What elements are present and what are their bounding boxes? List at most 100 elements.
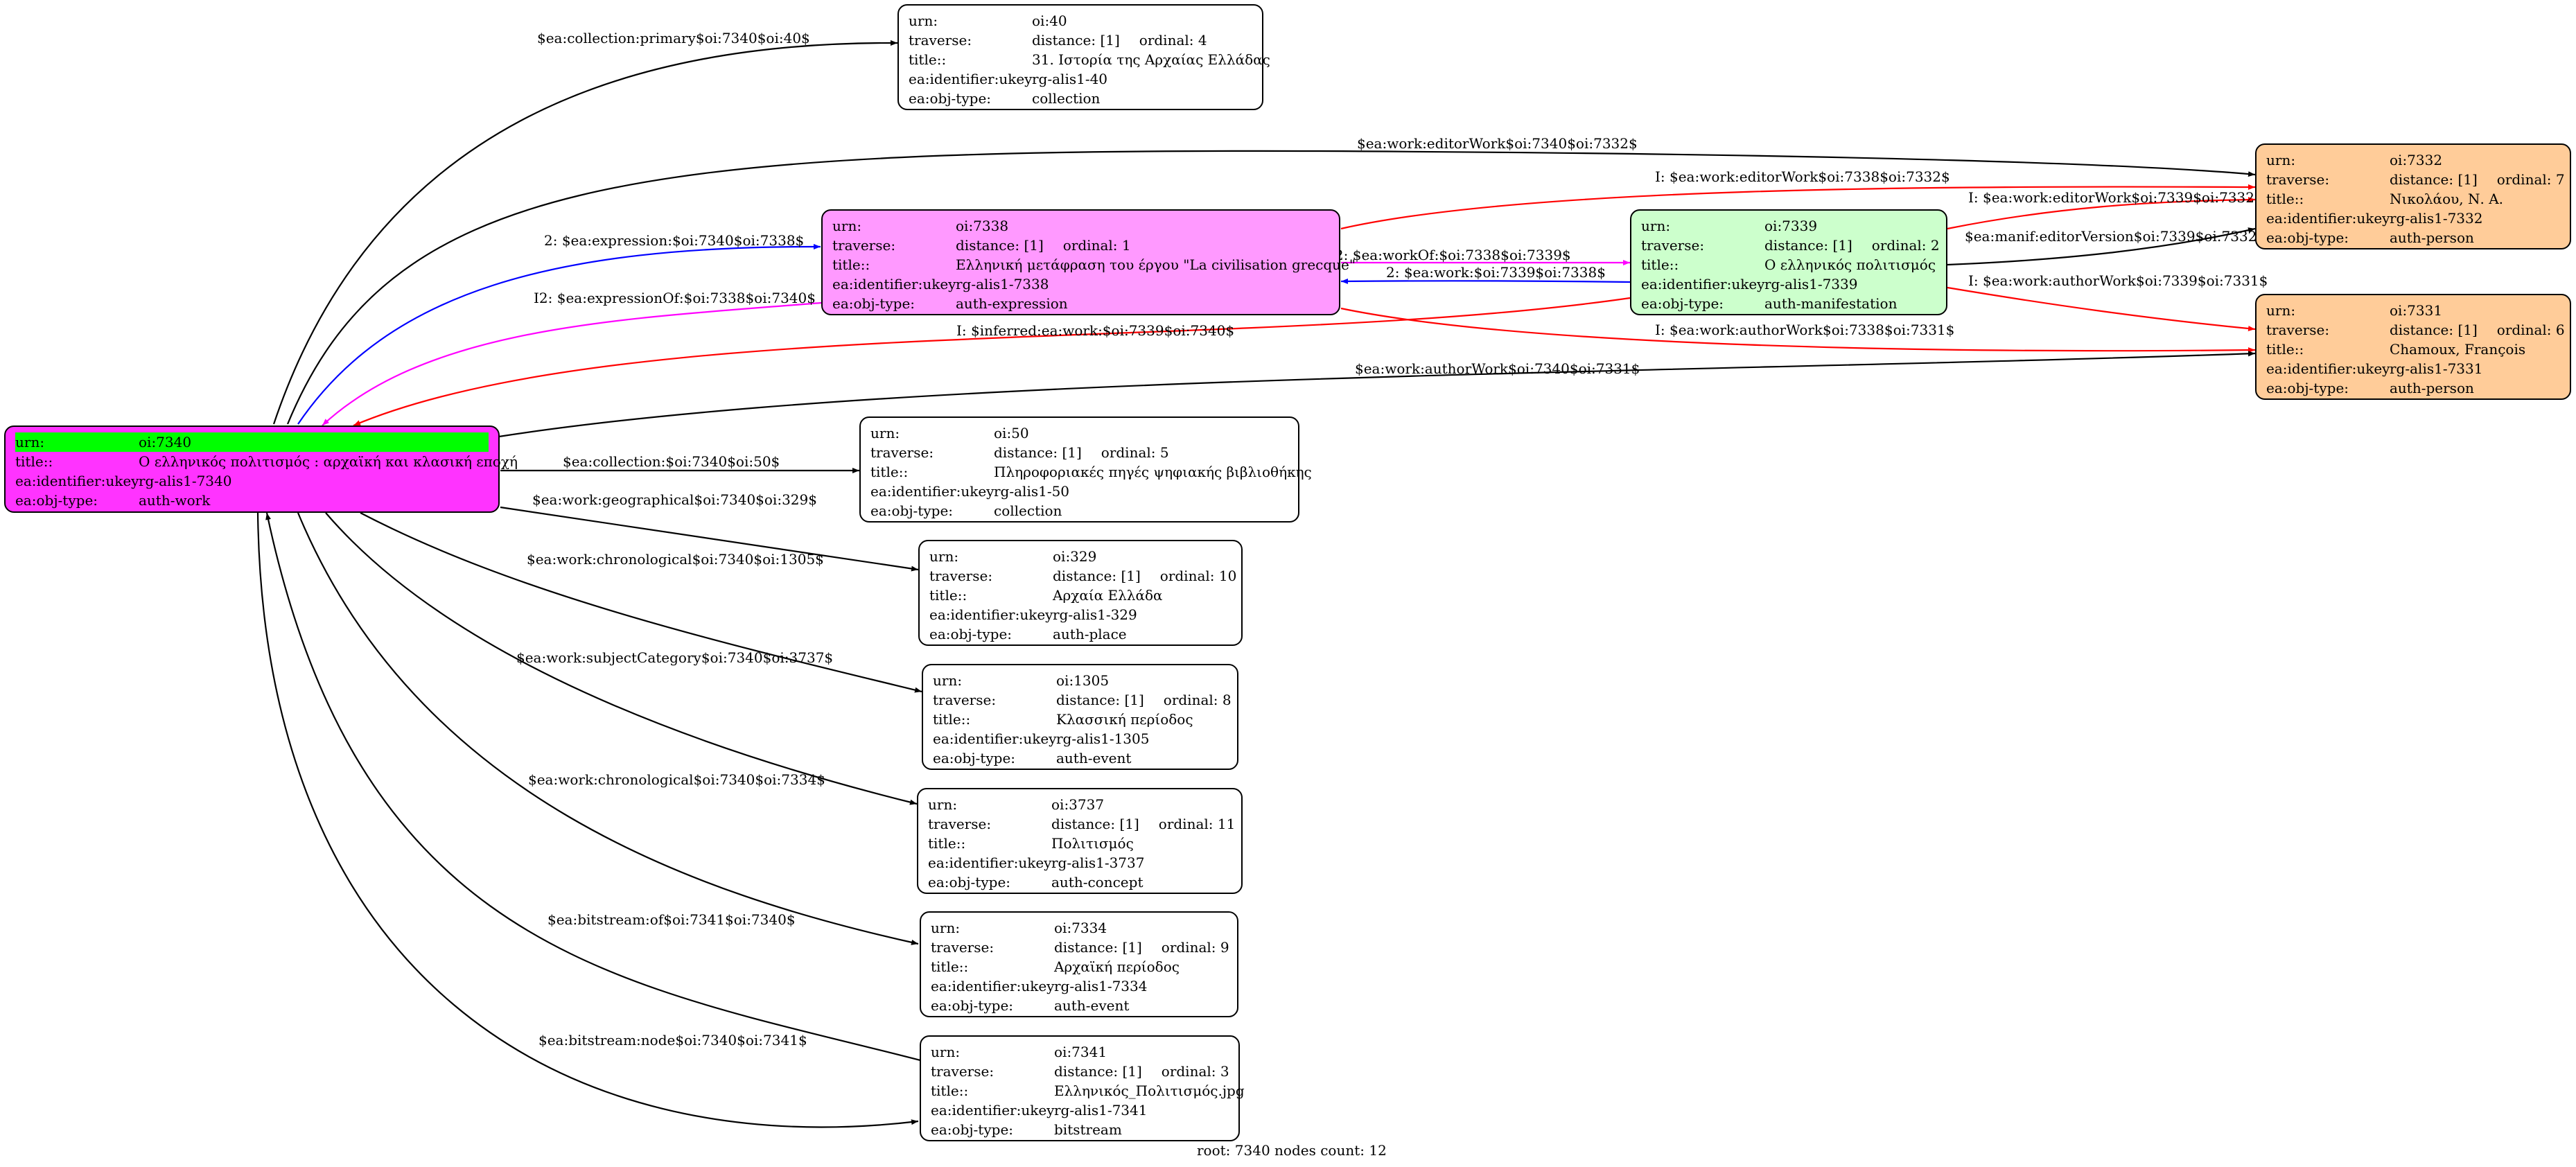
- node-7334-urn-row: urn:oi:7334: [931, 920, 1107, 936]
- edge-work: [1340, 278, 1631, 284]
- edge-label-editorWork: $ea:work:editorWork$oi:7340$oi:7332$: [1357, 135, 1638, 152]
- node-7338[interactable]: urn:oi:7338 traverse:distance: [1]ordina…: [821, 209, 1356, 315]
- edge-label-authorWork: $ea:work:authorWork$oi:7340$oi:7331$: [1355, 360, 1640, 377]
- edge-I-editorWork-7339: [1947, 197, 2256, 230]
- edge-label-bitNode: $ea:bitstream:node$oi:7340$oi:7341$: [538, 1032, 807, 1048]
- node-7331-title-row: title::Chamoux, François: [2266, 341, 2526, 358]
- node-40-traverse-row: traverse:distance: [1]ordinal: 4: [909, 32, 1207, 49]
- node-7331-traverse-row: traverse:distance: [1]ordinal: 6: [2266, 322, 2565, 338]
- node-1305-urn-row: urn:oi:1305: [933, 672, 1110, 689]
- node-50[interactable]: urn:oi:50 traverse:distance: [1]ordinal:…: [859, 416, 1312, 523]
- edge-I-authorWork-7339: [1947, 286, 2256, 332]
- node-50-traverse-row: traverse:distance: [1]ordinal: 5: [870, 444, 1169, 461]
- edge-authorWork: [498, 351, 2256, 438]
- edge-editorWork: [286, 150, 2256, 425]
- edge-manifEditor: [1947, 227, 2256, 266]
- node-1305-title-row: title::Κλασσική περίοδος: [933, 711, 1193, 728]
- node-7334-traverse-row: traverse:distance: [1]ordinal: 9: [931, 939, 1229, 956]
- node-7331-urn-row: urn:oi:7331: [2266, 302, 2443, 319]
- node-40-urn-row: urn:oi:40: [909, 12, 1067, 29]
- edge-label-workOf: I2: $ea:workOf:$oi:7338$oi:7339$: [1329, 247, 1571, 263]
- edge-chrono1305: [360, 512, 922, 693]
- edge-label-bitOf: $ea:bitstream:of$oi:7341$oi:7340$: [547, 911, 796, 928]
- edge-label-chrono7334: $ea:work:chronological$oi:7340$oi:7334$: [528, 771, 825, 788]
- graph-footer: root: 7340 nodes count: 12: [1197, 1142, 1387, 1159]
- node-7341-traverse-row: traverse:distance: [1]ordinal: 3: [931, 1063, 1229, 1080]
- node-7339-urn-row: urn:oi:7339: [1641, 218, 1818, 234]
- node-7339[interactable]: urn:oi:7339 traverse:distance: [1]ordina…: [1630, 209, 1947, 315]
- node-7332-title-row: title::Νικολάου, Ν. Α.: [2266, 191, 2503, 207]
- edge-primary: [272, 40, 898, 425]
- node-329-urn-row: urn:oi:329: [929, 548, 1097, 565]
- edge-bitOf: [265, 512, 921, 1062]
- node-40-type-row: ea:obj-type:collection: [909, 90, 1101, 107]
- node-329-type-row: ea:obj-type:auth-place: [929, 626, 1127, 642]
- edge-label-chrono1305: $ea:work:chronological$oi:7340$oi:1305$: [527, 551, 824, 568]
- node-7341-title-row: title::Ελληνικός_Πολιτισμός.jpg: [931, 1082, 1245, 1099]
- edge-chrono7334: [297, 512, 919, 945]
- node-7332-traverse-row: traverse:distance: [1]ordinal: 7: [2266, 171, 2565, 188]
- node-7341[interactable]: urn:oi:7341 traverse:distance: [1]ordina…: [920, 1035, 1245, 1141]
- node-7338-type-row: ea:obj-type:auth-expression: [832, 295, 1068, 312]
- node-7340-title-row: title::Ο ελληνικός πολιτισμός : αρχαϊκή …: [15, 453, 518, 470]
- node-50-type-row: ea:obj-type:collection: [870, 502, 1062, 519]
- node-1305[interactable]: urn:oi:1305 traverse:distance: [1]ordina…: [922, 664, 1238, 770]
- edge-I-authorWork-7338: [1340, 307, 2256, 353]
- edge-label-collection50: $ea:collection:$oi:7340$oi:50$: [563, 453, 780, 470]
- node-7339-traverse-row: traverse:distance: [1]ordinal: 2: [1641, 237, 1940, 254]
- node-7332-type-row: ea:obj-type:auth-person: [2266, 229, 2474, 246]
- node-7334-title-row: title::Αρχαϊκή περίοδος: [931, 958, 1180, 975]
- node-7340-root[interactable]: urn:oi:7340 title::Ο ελληνικός πολιτισμό…: [4, 425, 518, 513]
- edge-inferred: [353, 297, 1631, 427]
- edge-subject: [325, 512, 918, 805]
- node-329-traverse-row: traverse:distance: [1]ordinal: 10: [929, 568, 1237, 584]
- edge-I-editorWork-7338: [1340, 184, 2256, 230]
- edge-label-inferred: I: $inferred:ea:work:$oi:7339$oi:7340$: [956, 322, 1234, 339]
- node-7332-urn-row: urn:oi:7332: [2266, 152, 2443, 168]
- node-3737[interactable]: urn:oi:3737 traverse:distance: [1]ordina…: [917, 788, 1243, 894]
- node-7331-type-row: ea:obj-type:auth-person: [2266, 380, 2474, 396]
- edge-label-work: 2: $ea:work:$oi:7339$oi:7338$: [1386, 264, 1606, 281]
- node-3737-urn-row: urn:oi:3737: [928, 796, 1105, 813]
- node-329[interactable]: urn:oi:329 traverse:distance: [1]ordinal…: [918, 540, 1243, 646]
- node-7341-type-row: ea:obj-type:bitstream: [931, 1121, 1122, 1138]
- node-329-title-row: title::Αρχαία Ελλάδα: [929, 587, 1163, 604]
- edge-label-subject: $ea:work:subjectCategory$oi:7340$oi:3737…: [516, 649, 833, 666]
- node-7340-urn-row: urn:oi:7340: [15, 432, 489, 452]
- node-50-title-row: title::Πληροφοριακές πηγές ψηφιακής βιβλ…: [870, 464, 1312, 480]
- node-7339-title-row: title::Ο ελληνικός πολιτισμός: [1641, 256, 1936, 273]
- edge-bitNode: [256, 512, 919, 1128]
- node-7332[interactable]: urn:oi:7332 traverse:distance: [1]ordina…: [2255, 143, 2571, 249]
- node-1305-type-row: ea:obj-type:auth-event: [933, 750, 1132, 766]
- node-7334[interactable]: urn:oi:7334 traverse:distance: [1]ordina…: [920, 911, 1238, 1017]
- node-3737-title-row: title::Πολιτισμός: [928, 835, 1134, 852]
- edge-label-primary: $ea:collection:primary$oi:7340$oi:40$: [537, 30, 810, 46]
- edge-label-I-editorWork-7338: I: $ea:work:editorWork$oi:7338$oi:7332$: [1655, 168, 1950, 185]
- node-1305-traverse-row: traverse:distance: [1]ordinal: 8: [933, 692, 1232, 708]
- node-7331[interactable]: urn:oi:7331 traverse:distance: [1]ordina…: [2255, 294, 2571, 400]
- edge-label-expressionOf: I2: $ea:expressionOf:$oi:7338$oi:7340$: [534, 290, 816, 306]
- edge-label-manifEditor: $ea:manif:editorVersion$oi:7339$oi:7332$: [1965, 228, 2266, 245]
- node-7340-type-row: ea:obj-type:auth-work: [15, 492, 211, 509]
- node-7339-type-row: ea:obj-type:auth-manifestation: [1641, 295, 1898, 312]
- node-50-urn-row: urn:oi:50: [870, 425, 1029, 441]
- edge-expressionOf: [322, 301, 822, 426]
- node-40[interactable]: urn:oi:40 traverse:distance: [1]ordinal:…: [897, 4, 1270, 110]
- node-7334-type-row: ea:obj-type:auth-event: [931, 997, 1130, 1014]
- node-3737-type-row: ea:obj-type:auth-concept: [928, 874, 1144, 890]
- edge-label-expression: 2: $ea:expression:$oi:7340$oi:7338$: [544, 232, 804, 249]
- node-3737-traverse-row: traverse:distance: [1]ordinal: 11: [928, 816, 1236, 832]
- node-7338-traverse-row: traverse:distance: [1]ordinal: 1: [832, 237, 1131, 254]
- edge-label-geographical: $ea:work:geographical$oi:7340$oi:329$: [532, 491, 817, 508]
- node-40-title-row: title::31. Ιστορία της Αρχαίας Ελλάδας: [909, 51, 1270, 68]
